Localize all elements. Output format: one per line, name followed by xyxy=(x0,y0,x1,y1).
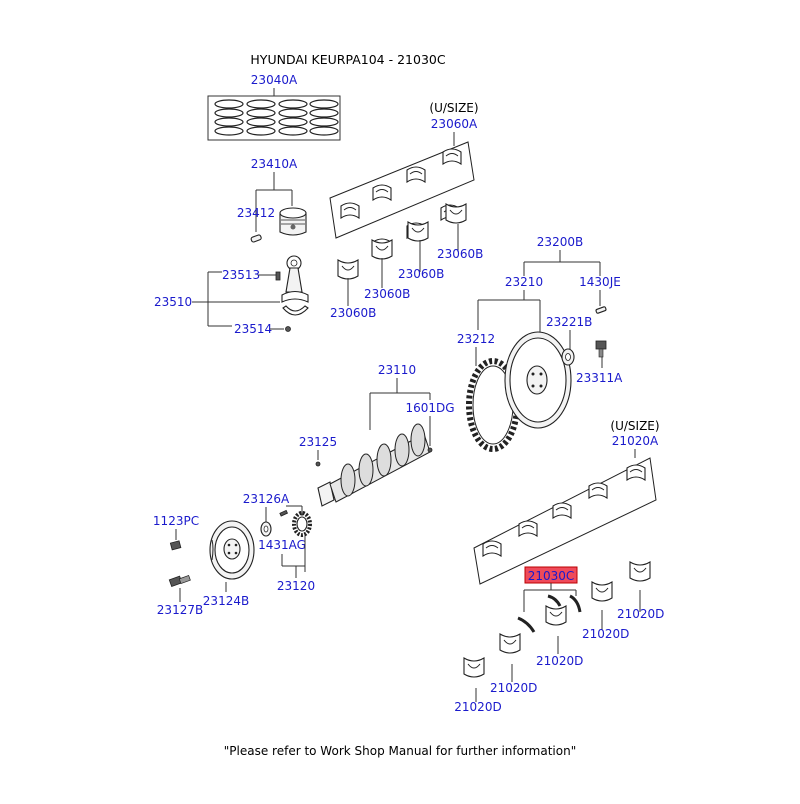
part-label-23125[interactable]: 23125 xyxy=(299,435,337,449)
part-label-23060B-1[interactable]: 23060B xyxy=(437,247,483,261)
part-label-1431AG[interactable]: 1431AG xyxy=(258,538,306,552)
usize-label-lower: (U/SIZE) xyxy=(610,419,659,433)
part-label-23212[interactable]: 23212 xyxy=(457,332,495,346)
thrust-washer-icon xyxy=(517,594,582,633)
part-label-23060B-2[interactable]: 23060B xyxy=(398,267,444,281)
part-label-23200B[interactable]: 23200B xyxy=(537,235,583,249)
footer-note: "Please refer to Work Shop Manual for fu… xyxy=(224,744,576,758)
bearing-shell-icon xyxy=(591,581,613,602)
main-bearing-shells xyxy=(463,561,651,678)
bearing-tray-upper xyxy=(329,141,475,256)
part-label-23412[interactable]: 23412 xyxy=(237,206,275,220)
part-label-23126A[interactable]: 23126A xyxy=(243,492,290,506)
usize-label-upper: (U/SIZE) xyxy=(429,101,478,115)
part-label-23510[interactable]: 23510 xyxy=(154,295,192,309)
part-label-21030C[interactable]: 21030C xyxy=(528,569,575,583)
part-label-23124B[interactable]: 23124B xyxy=(203,594,249,608)
part-label-23110[interactable]: 23110 xyxy=(378,363,416,377)
part-label-23060A[interactable]: 23060A xyxy=(431,117,478,131)
bearing-shell-icon xyxy=(588,482,608,500)
part-label-23210[interactable]: 23210 xyxy=(505,275,543,289)
pilot-bearing-icon xyxy=(561,348,575,366)
bearing-tray-lower xyxy=(473,457,657,585)
crank-web-icon xyxy=(394,433,410,467)
flywheel-icon xyxy=(504,331,572,429)
crank-web-icon xyxy=(358,453,374,487)
part-label-1601DG[interactable]: 1601DG xyxy=(405,401,454,415)
crank-sprocket-icon xyxy=(292,511,312,537)
pulley-bolt-icon xyxy=(169,540,182,551)
bearing-shell-icon xyxy=(463,657,485,678)
pulley-center-bolt-icon xyxy=(168,575,191,587)
bearing-shell-icon xyxy=(518,520,538,538)
bearing-shell-icon xyxy=(626,464,646,482)
crank-pulley-icon xyxy=(209,520,255,580)
diagram-title: HYUNDAI KEURPA104 - 21030C xyxy=(250,52,445,67)
part-label-23513[interactable]: 23513 xyxy=(222,268,260,282)
bearing-shell-icon xyxy=(499,633,521,654)
bearing-shell-icon xyxy=(406,166,426,184)
conrod-bearing-shells xyxy=(337,203,467,280)
bearing-shell-icon xyxy=(482,540,502,558)
crankshaft-icon xyxy=(315,423,433,507)
part-label-23040A[interactable]: 23040A xyxy=(251,73,298,87)
bearing-shell-icon xyxy=(371,239,393,260)
part-label-21020A[interactable]: 21020A xyxy=(612,434,659,448)
part-label-23410A[interactable]: 23410A xyxy=(251,157,298,171)
bearing-shell-icon xyxy=(445,203,467,224)
piston-ring-set xyxy=(207,95,341,141)
part-label-21020D-1[interactable]: 21020D xyxy=(617,607,664,621)
part-label-23120[interactable]: 23120 xyxy=(277,579,315,593)
crank-web-icon xyxy=(410,423,426,457)
part-label-1123PC[interactable]: 1123PC xyxy=(153,514,199,528)
bearing-shell-icon xyxy=(552,502,572,520)
bearing-shell-icon xyxy=(545,605,567,626)
part-label-1430JE[interactable]: 1430JE xyxy=(579,275,621,289)
part-label-23514[interactable]: 23514 xyxy=(234,322,272,336)
crank-web-icon xyxy=(376,443,392,477)
part-label-23060B-3[interactable]: 23060B xyxy=(364,287,410,301)
part-label-21020D-4[interactable]: 21020D xyxy=(490,681,537,695)
bearing-shell-icon xyxy=(442,148,462,166)
connecting-rod-icon xyxy=(275,255,309,332)
key-icon xyxy=(279,509,289,517)
part-label-23127B[interactable]: 23127B xyxy=(157,603,203,617)
bearing-shell-icon xyxy=(340,202,360,220)
part-label-23060B-4[interactable]: 23060B xyxy=(330,306,376,320)
part-label-21020D-2[interactable]: 21020D xyxy=(582,627,629,641)
piston-icon xyxy=(279,207,307,236)
part-label-21020D-3[interactable]: 21020D xyxy=(536,654,583,668)
bearing-shell-icon xyxy=(407,221,429,242)
part-label-23221B[interactable]: 23221B xyxy=(546,315,592,329)
flywheel-bolt-icon xyxy=(595,340,607,358)
oil-seal-icon xyxy=(260,521,272,537)
crank-web-icon xyxy=(340,463,356,497)
piston-pin-icon xyxy=(250,234,262,243)
part-label-21020D-5[interactable]: 21020D xyxy=(454,700,501,714)
bearing-shell-icon xyxy=(372,184,392,202)
bearing-shell-icon xyxy=(629,561,651,582)
part-label-23311A[interactable]: 23311A xyxy=(576,371,623,385)
bearing-shell-icon xyxy=(337,259,359,280)
dowel-pin-icon xyxy=(595,306,607,314)
